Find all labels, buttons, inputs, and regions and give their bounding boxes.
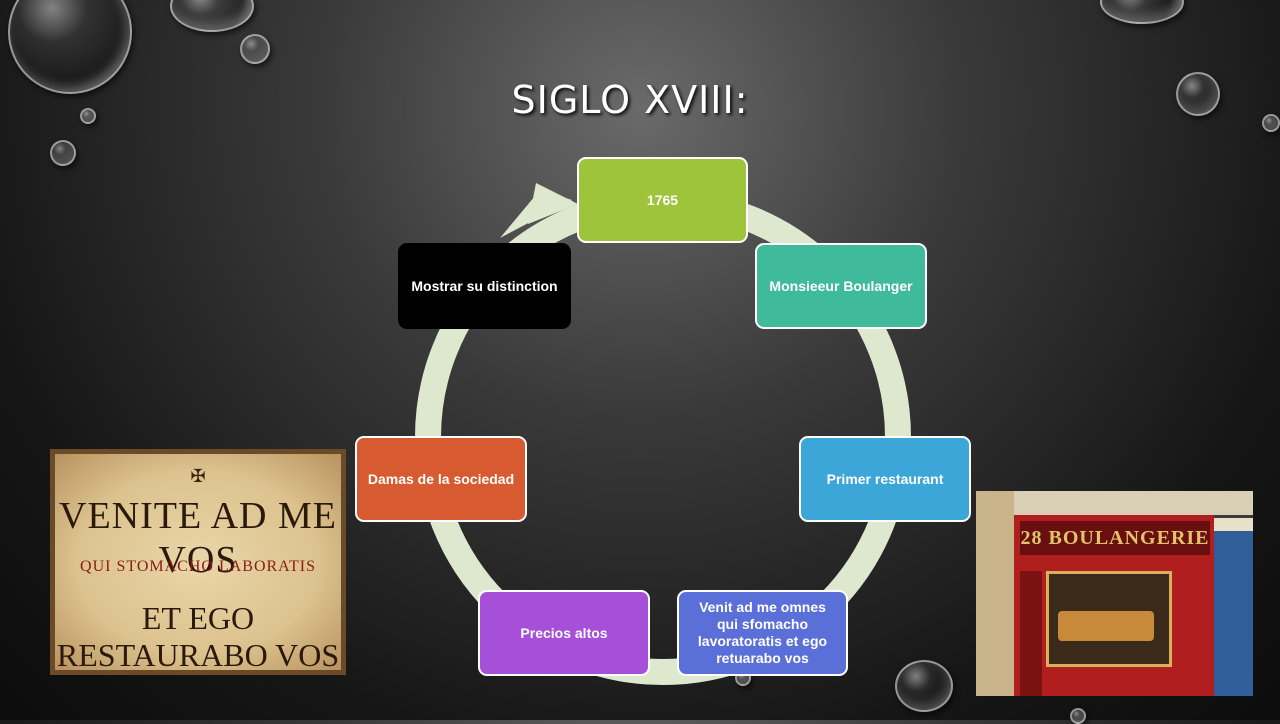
balcony xyxy=(1006,491,1253,518)
cycle-node-primer-restaurant: Primer restaurant xyxy=(799,436,971,522)
boulangerie-image: 28 BOULANGERIE xyxy=(976,491,1253,696)
node-label: Venit ad me omnes qui sfomacho lavorator… xyxy=(697,599,828,666)
shop-door xyxy=(1020,571,1042,696)
node-label: Mostrar su distinction xyxy=(411,277,558,294)
bubble xyxy=(895,660,953,712)
bubble xyxy=(1176,72,1220,116)
cycle-node-mostrar: Mostrar su distinction xyxy=(398,243,571,329)
node-label: 1765 xyxy=(646,191,679,208)
poster-line-1: VENITE AD ME VOS xyxy=(59,495,337,581)
cycle-node-damas: Damas de la sociedad xyxy=(355,436,527,522)
cycle-node-monsieeur-boulanger: Monsieeur Boulanger xyxy=(755,243,927,329)
poster-line-3: ET EGO RESTAURABO VOS xyxy=(56,600,340,673)
cycle-node-1765: 1765 xyxy=(577,157,748,243)
slide-title: SIGLO XVIII: xyxy=(511,78,749,122)
bubble xyxy=(1262,114,1280,132)
building-wall xyxy=(976,491,1014,696)
node-label: Primer restaurant xyxy=(826,470,944,487)
node-label: Damas de la sociedad xyxy=(367,470,515,487)
node-label: Precios altos xyxy=(520,624,608,641)
latin-poster-image: ✠ VENITE AD ME VOS QUI STOMACHO LABORATI… xyxy=(50,449,346,675)
cycle-node-venit: Venit ad me omnes qui sfomacho lavorator… xyxy=(677,590,848,676)
bread-display xyxy=(1058,611,1154,641)
arrow-head-icon xyxy=(528,183,578,224)
node-label: Monsieeur Boulanger xyxy=(769,277,913,294)
bubble xyxy=(240,34,270,64)
poster-line-2: QUI STOMACHO LABORATIS xyxy=(80,558,316,575)
cycle-node-precios-altos: Precios altos xyxy=(478,590,650,676)
bubble xyxy=(50,140,76,166)
cross-icon: ✠ xyxy=(190,466,206,486)
neighbor-shop xyxy=(1214,531,1253,696)
shop-sign: 28 BOULANGERIE xyxy=(1020,521,1210,555)
bubble xyxy=(80,108,96,124)
